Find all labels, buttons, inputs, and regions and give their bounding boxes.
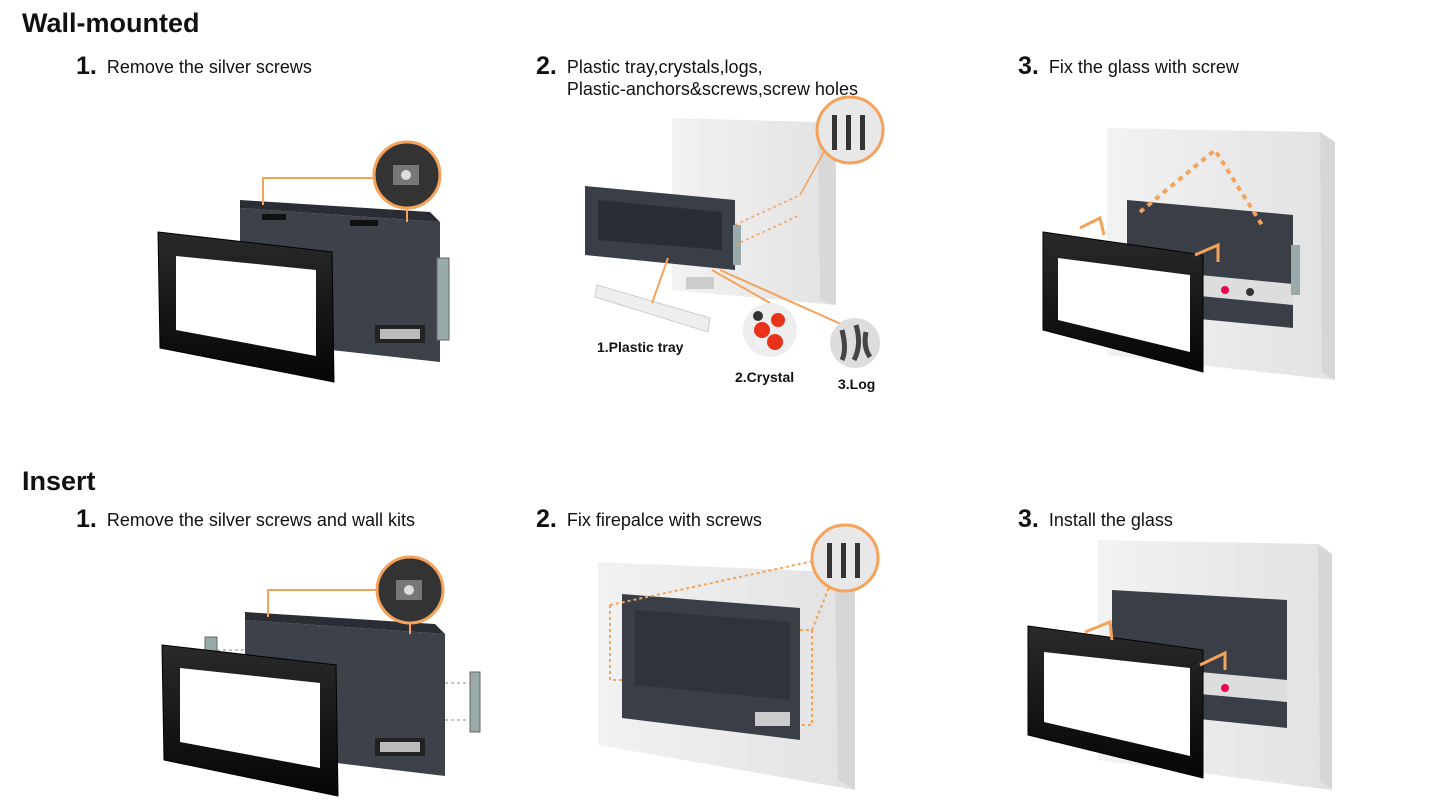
step-number: 3. xyxy=(1018,505,1039,533)
step-text: Fix firepalce with screws xyxy=(566,510,762,530)
step-text-line: Plastic-anchors&screws,screw holes xyxy=(566,79,858,99)
step-text: Remove the silver screws xyxy=(106,57,312,77)
label-plastic-tray: 1.Plastic tray xyxy=(597,339,684,355)
label-log: 3.Log xyxy=(838,376,876,392)
wall-step-1: 1. Remove the silver screws xyxy=(76,52,312,80)
accessories-illustration xyxy=(585,95,885,368)
glass-install-illustration xyxy=(1042,128,1335,380)
step-number: 2. xyxy=(536,52,557,80)
step-text-line: Plastic tray,crystals,logs, xyxy=(566,57,763,77)
step-number: 1. xyxy=(76,505,97,533)
step-text: Install the glass xyxy=(1048,510,1173,530)
wall-step-3: 3. Fix the glass with screw xyxy=(1018,52,1239,80)
step-text: Plastic tray,crystals,logs,Plastic-ancho… xyxy=(567,54,858,100)
step-text: Fix the glass with screw xyxy=(1048,57,1239,77)
label-crystal: 2.Crystal xyxy=(735,369,795,385)
fireplace-disassembly-illustration xyxy=(157,140,450,383)
insert-step-3: 3. Install the glass xyxy=(1018,505,1173,533)
insert-glass-illustration xyxy=(1027,540,1332,790)
insert-disassembly-illustration xyxy=(161,555,481,797)
wall-step-2: 2. Plastic tray,crystals,logs,Plastic-an… xyxy=(536,54,858,100)
section-title-insert: Insert xyxy=(22,466,96,496)
step-number: 3. xyxy=(1018,52,1039,80)
step-number: 2. xyxy=(536,505,557,533)
insert-fix-illustration xyxy=(598,523,880,790)
step-text: Remove the silver screws and wall kits xyxy=(106,510,415,530)
insert-step-1: 1. Remove the silver screws and wall kit… xyxy=(76,505,415,533)
insert-step-2: 2. Fix firepalce with screws xyxy=(536,505,762,533)
step-number: 1. xyxy=(76,52,97,80)
section-title-wall-mounted: Wall-mounted xyxy=(22,8,200,38)
